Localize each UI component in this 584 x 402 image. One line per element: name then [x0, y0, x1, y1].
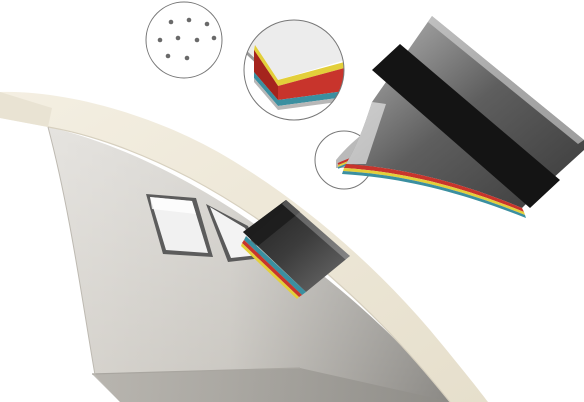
perforation-hole: [185, 56, 190, 61]
perforation-hole: [169, 20, 174, 25]
layer-stack-zoom-icon: [230, 12, 352, 120]
perforated-disc-icon: [146, 2, 222, 78]
perforation-hole: [205, 22, 210, 27]
perforation-hole: [195, 38, 200, 43]
perforation-hole: [166, 54, 171, 59]
perforation-hole: [187, 18, 192, 23]
perforation-hole: [212, 36, 217, 41]
perforation-hole: [176, 36, 181, 41]
perforation-hole: [158, 38, 163, 43]
cutaway-panel-section: [342, 16, 584, 218]
